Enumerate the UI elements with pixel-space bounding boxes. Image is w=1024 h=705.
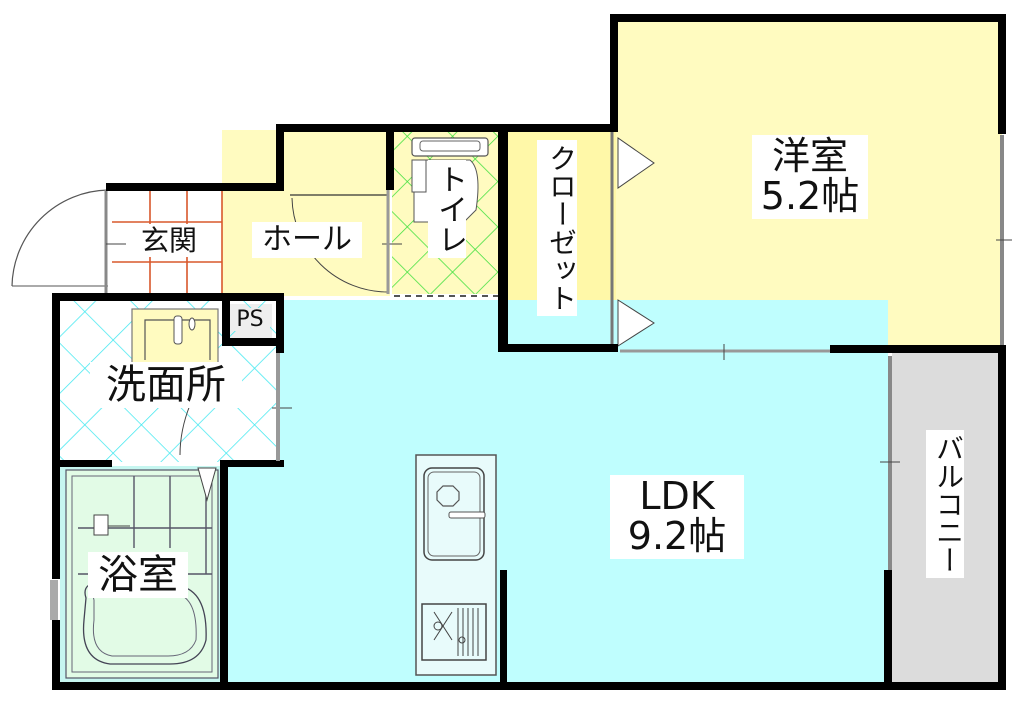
hall-label: ホール	[252, 222, 362, 258]
ps-label: PS	[230, 308, 270, 331]
wall	[276, 124, 616, 132]
wall	[52, 620, 60, 690]
hall	[222, 130, 390, 296]
wall	[386, 130, 394, 190]
wall	[498, 344, 618, 352]
toilet-label: トイレ	[428, 160, 467, 258]
wall	[52, 682, 1006, 690]
wall	[220, 460, 284, 467]
wall	[222, 293, 230, 345]
ldk	[226, 300, 888, 682]
ldk-size: 9.2帖	[627, 513, 727, 558]
western-room-label: 洋室 5.2帖	[752, 135, 868, 219]
wall	[610, 14, 1006, 22]
partition	[276, 353, 280, 461]
bath-label: 浴室	[88, 552, 188, 598]
wall	[884, 570, 892, 690]
ldk-name: LDK	[639, 474, 715, 518]
wall	[220, 460, 228, 690]
wall	[998, 345, 1006, 690]
western-room-size: 5.2帖	[760, 173, 860, 218]
wall	[276, 293, 284, 353]
wall	[276, 124, 284, 190]
wall	[998, 14, 1006, 134]
ldk-label: LDK 9.2帖	[610, 475, 744, 559]
genkan-label: 玄関	[134, 224, 204, 258]
wall	[106, 183, 284, 191]
wall	[610, 14, 618, 132]
wall	[52, 460, 112, 467]
western-room-name: 洋室	[771, 134, 848, 178]
closet-label: クローゼット	[537, 140, 578, 316]
washroom-label: 洗面所	[90, 362, 242, 408]
wall	[500, 570, 507, 690]
wall	[52, 293, 60, 579]
balcony-label: バルコニー	[926, 430, 965, 578]
wall	[498, 130, 508, 352]
wall	[52, 293, 284, 301]
wall	[830, 345, 1006, 353]
wall	[222, 338, 282, 346]
